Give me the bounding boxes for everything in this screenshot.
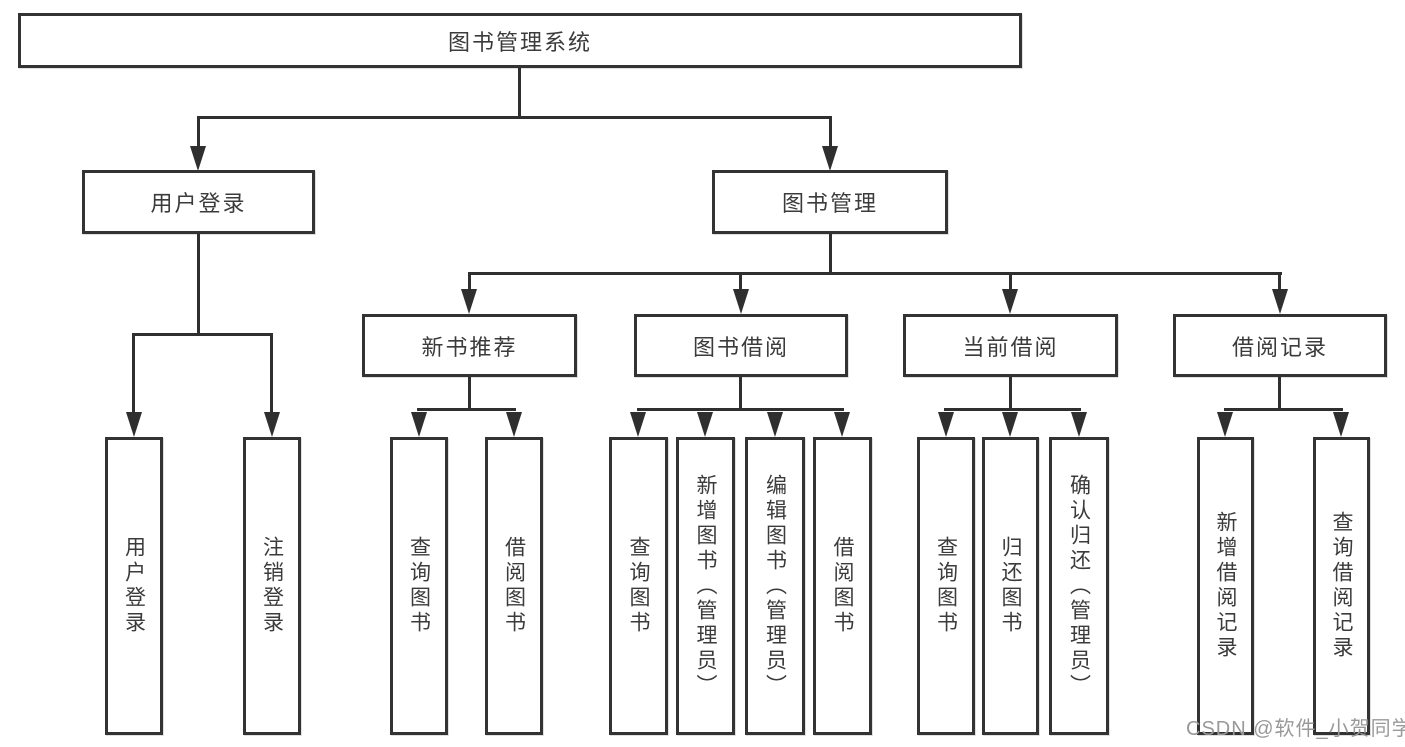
connector-line	[197, 116, 832, 119]
arrow-down-icon	[126, 412, 142, 437]
connector-line	[270, 333, 273, 412]
leaf-current-query-books: 查询图书	[917, 437, 975, 735]
connector-line	[468, 377, 471, 410]
arrow-down-icon	[630, 412, 646, 437]
connector-line	[637, 408, 844, 411]
arrow-down-icon	[461, 289, 477, 314]
connector-line	[944, 408, 1081, 411]
arrow-down-icon	[190, 146, 206, 171]
arrow-down-icon	[264, 412, 280, 437]
leaf-borrow-edit-books-admin: 编辑图书（管理员）	[745, 437, 805, 735]
leaf-records-add-borrow-record: 新增借阅记录	[1197, 437, 1254, 735]
leaf-current-return-books: 归还图书	[982, 437, 1039, 735]
arrow-down-icon	[697, 412, 713, 437]
leaf-recommend-borrow-books: 借阅图书	[485, 437, 543, 735]
leaf-borrow-query-books: 查询图书	[609, 437, 668, 735]
connector-line	[518, 68, 521, 118]
connector-line	[1009, 272, 1012, 290]
connector-line	[1278, 377, 1281, 410]
arrow-down-icon	[411, 412, 427, 437]
leaf-current-confirm-return-admin: 确认归还（管理员）	[1049, 437, 1109, 735]
connector-line	[739, 377, 742, 410]
connector-line	[132, 333, 273, 336]
leaf-recommend-query-books: 查询图书	[390, 437, 448, 735]
arrow-down-icon	[733, 289, 749, 314]
arrow-down-icon	[1217, 412, 1233, 437]
connector-line	[468, 272, 471, 290]
leaf-borrow-add-books-admin: 新增图书（管理员）	[676, 437, 735, 735]
arrow-down-icon	[834, 412, 850, 437]
connector-line	[829, 116, 832, 148]
arrow-down-icon	[822, 146, 838, 171]
connector-line	[132, 333, 135, 412]
leaf-borrow-borrow-books: 借阅图书	[813, 437, 872, 735]
node-borrow-records: 借阅记录	[1173, 314, 1387, 377]
node-library-management-system: 图书管理系统	[18, 13, 1022, 68]
arrow-down-icon	[1002, 412, 1018, 437]
connector-line	[417, 408, 516, 411]
arrow-down-icon	[1272, 289, 1288, 314]
connector-line	[1009, 377, 1012, 410]
csdn-watermark: CSDN @软件_小贺同学	[1186, 718, 1405, 740]
arrow-down-icon	[1071, 412, 1087, 437]
node-book-borrow: 图书借阅	[634, 314, 848, 377]
connector-line	[197, 234, 200, 335]
arrow-down-icon	[506, 412, 522, 437]
connector-line	[197, 116, 200, 148]
leaf-logout: 注销登录	[243, 437, 301, 735]
leaf-records-query-borrow-record: 查询借阅记录	[1313, 437, 1370, 735]
node-current-borrow: 当前借阅	[903, 314, 1118, 377]
arrow-down-icon	[938, 412, 954, 437]
arrow-down-icon	[767, 412, 783, 437]
arrow-down-icon	[1002, 289, 1018, 314]
connector-line	[1278, 272, 1281, 290]
connector-line	[468, 272, 1282, 275]
arrow-down-icon	[1333, 412, 1349, 437]
node-user-login: 用户登录	[82, 170, 315, 234]
node-book-management: 图书管理	[712, 170, 948, 234]
leaf-user-login: 用户登录	[105, 437, 163, 735]
connector-line	[829, 234, 832, 274]
connector-line	[739, 272, 742, 290]
node-new-book-recommend: 新书推荐	[362, 314, 577, 377]
connector-line	[1224, 408, 1343, 411]
